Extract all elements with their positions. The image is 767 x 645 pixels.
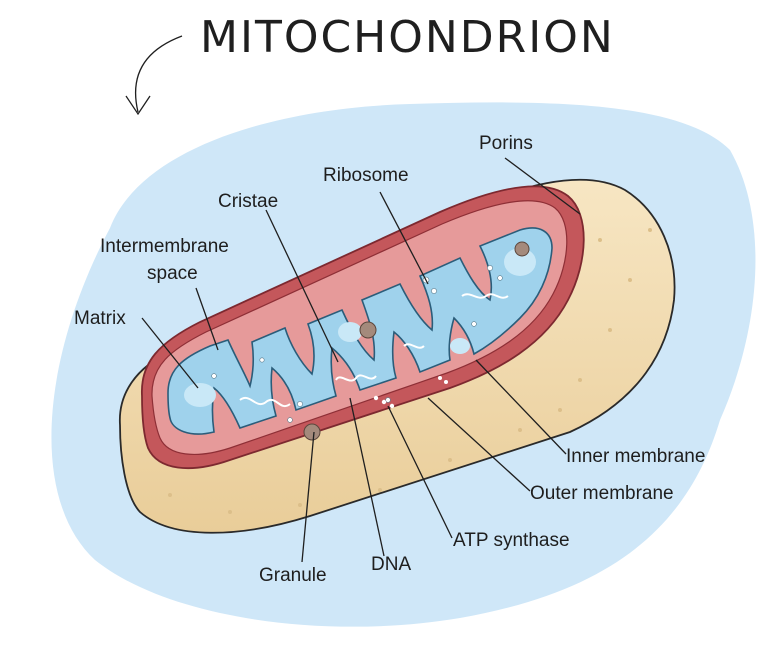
label-cristae: Cristae [218, 191, 278, 212]
label-dna: DNA [371, 554, 411, 575]
diagram-title: MITOCHONDRION [200, 12, 615, 63]
label-ribosome: Ribosome [323, 165, 409, 186]
label-matrix: Matrix [74, 308, 126, 329]
label-inner-membrane: Inner membrane [566, 446, 705, 467]
label-outer-membrane: Outer membrane [530, 483, 674, 504]
label-granule: Granule [259, 565, 327, 586]
title-arrow-icon [126, 36, 182, 114]
label-atp-synthase: ATP synthase [453, 530, 570, 551]
label-intermembrane-space-line2: space [147, 263, 198, 284]
label-intermembrane-space-line1: Intermembrane [100, 236, 229, 257]
label-porins: Porins [479, 133, 533, 154]
